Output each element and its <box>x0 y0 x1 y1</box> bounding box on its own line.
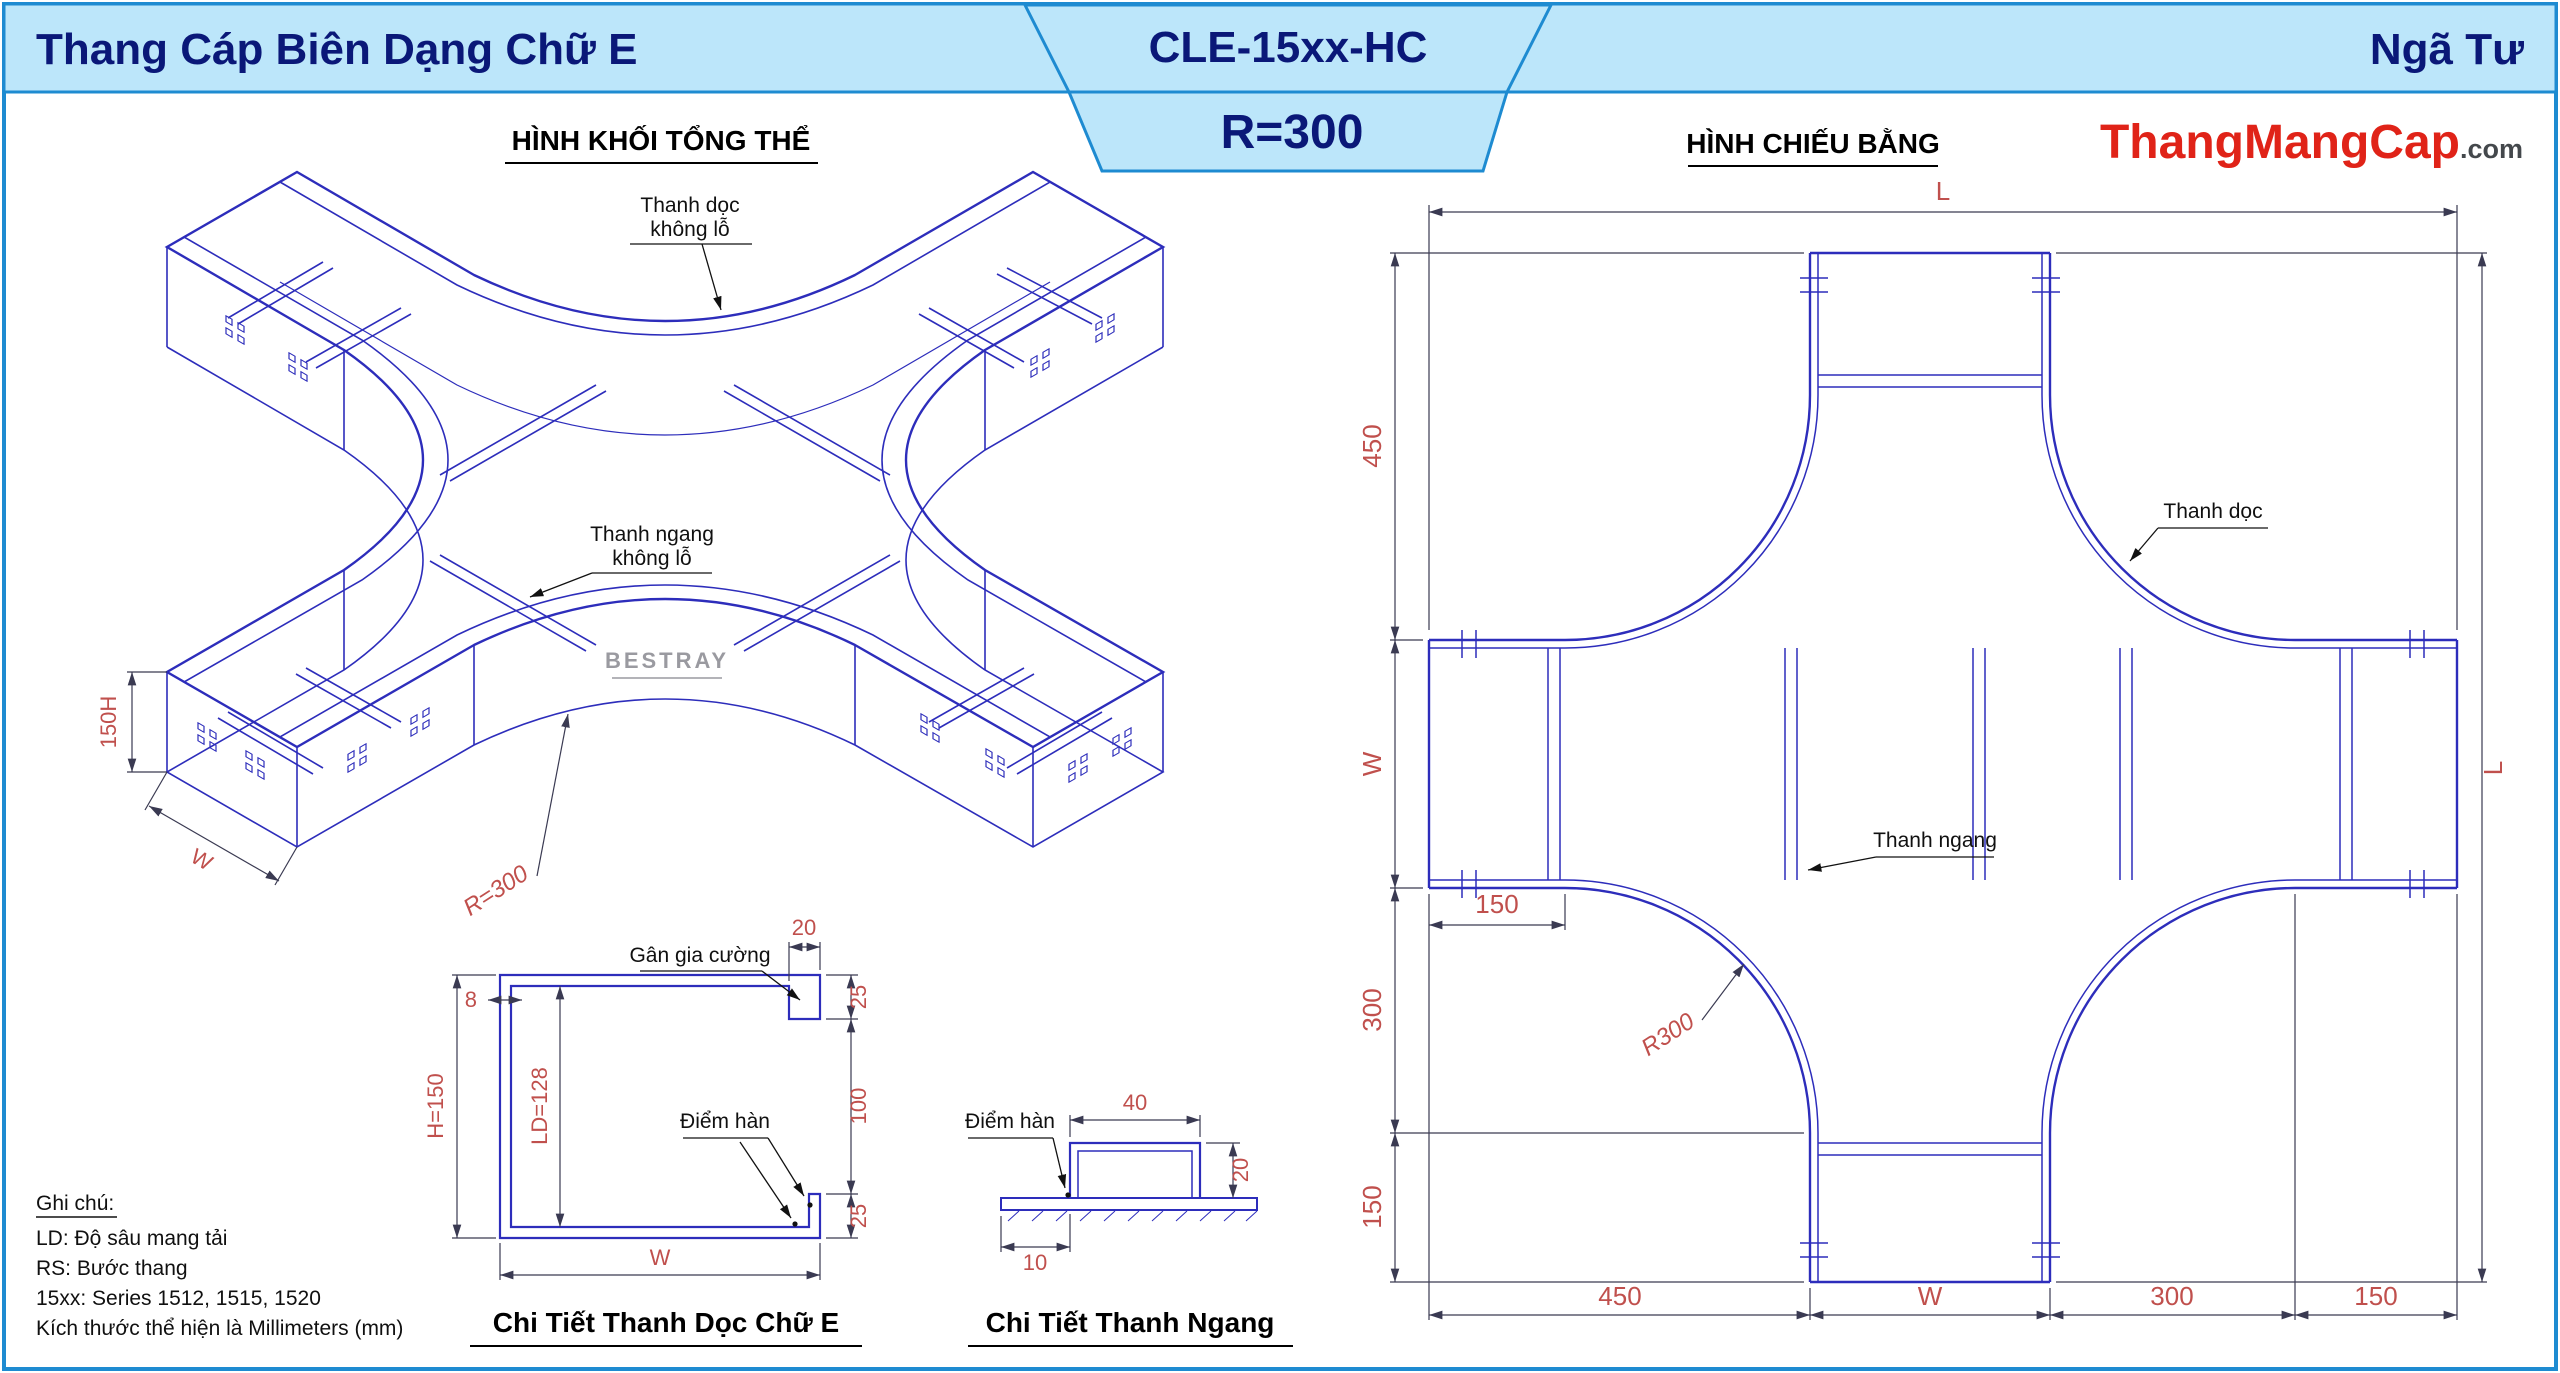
note-line-4: Kích thước thể hiện là Millimeters (mm) <box>36 1317 403 1340</box>
iso-inner-top-edge <box>182 181 1148 738</box>
plan-rung-callout: Thanh ngang <box>1807 829 1997 872</box>
rung-channel-outer <box>1068 1141 1202 1198</box>
rail-weld-callout: Điểm hàn <box>680 1110 805 1219</box>
rung-dimensions: 40 20 10 <box>1001 1090 1253 1275</box>
rail-weld-point-1 <box>807 1202 813 1208</box>
detail-rail-view: H=150 LD=128 8 W 20 25 100 25 Gân gia cư… <box>423 915 871 1347</box>
plan-rail-label: Thanh dọc <box>2163 500 2262 523</box>
bestray-watermark: BESTRAY <box>605 648 729 673</box>
rung-weld-label: Điểm hàn <box>965 1110 1055 1133</box>
iso-radius-leader <box>536 713 570 877</box>
rung-extension-lines <box>1000 1115 1240 1252</box>
plan-dim-rung-spacing-value: 150 <box>1475 889 1518 919</box>
iso-rung-label-line1: Thanh ngang <box>590 523 714 546</box>
rail-dim-width-value: W <box>650 1245 671 1270</box>
iso-base-edges <box>165 346 1165 848</box>
plan-rung-label: Thanh ngang <box>1873 829 1997 852</box>
plan-view-title: HÌNH CHIẾU BẰNG <box>1686 128 1940 159</box>
plan-rungs <box>1547 374 2353 1156</box>
iso-rail-callout: Thanh dọc không lỗ <box>630 194 752 311</box>
iso-rail-leader <box>701 243 722 311</box>
iso-view-title: HÌNH KHỐI TỔNG THỂ <box>512 124 811 156</box>
iso-rail-label-line2: không lỗ <box>650 218 729 241</box>
plan-rail-leader <box>2129 527 2159 562</box>
plan-dim-left-W-value: W <box>1357 751 1387 776</box>
rail-weld-label: Điểm hàn <box>680 1110 770 1133</box>
rail-dim-height-value: H=150 <box>423 1073 448 1138</box>
plan-dim-L-top-value: L <box>1936 176 1950 206</box>
rung-weld-point <box>1065 1192 1071 1198</box>
iso-width-dimline <box>148 805 280 882</box>
brand-name: ThangMangCap <box>2100 116 2460 169</box>
rail-rib-leader <box>761 970 801 1001</box>
plan-dimensions: L L 450 W 300 150 450 W 300 150 150 <box>1357 176 2508 1320</box>
rung-weld-callout: Điểm hàn <box>965 1110 1067 1189</box>
plan-dim-bottom-150-value: 150 <box>2354 1281 2397 1311</box>
rung-dim-lip-value: 10 <box>1023 1250 1047 1275</box>
plan-dim-L-right-value: L <box>2478 761 2508 775</box>
note-line-2: RS: Bước thang <box>36 1257 188 1280</box>
rail-dim-opening-value: 100 <box>846 1088 871 1125</box>
radius-trapezoid <box>1066 90 1510 173</box>
iso-vertical-edges <box>166 247 1164 847</box>
detail-rail-title: Chi Tiết Thanh Dọc Chữ E <box>493 1307 839 1338</box>
plan-radius-leader <box>1701 963 1745 1021</box>
rail-rib-callout: Gân gia cường <box>629 944 801 1001</box>
rail-rib-label: Gân gia cường <box>629 944 770 967</box>
rail-dim-lip-value: 20 <box>792 915 816 940</box>
plan-outer-rails <box>1427 251 2459 1284</box>
brand-tld: .com <box>2460 134 2523 164</box>
iso-height-value: 150H <box>96 696 121 749</box>
note-line-1: LD: Độ sâu mang tải <box>36 1227 227 1250</box>
iso-rung-callout: Thanh ngang không lỗ <box>529 523 714 598</box>
rung-weld-leader <box>1052 1137 1067 1189</box>
sheet-title-right: Ngã Tư <box>2370 25 2524 74</box>
model-code: CLE-15xx-HC <box>1149 23 1428 72</box>
rail-weld-leader-2 <box>739 1141 792 1219</box>
rung-dim-height-value: 20 <box>1228 1158 1253 1182</box>
radius-value: R=300 <box>1221 106 1364 159</box>
plan-dim-left-150-value: 150 <box>1357 1185 1387 1228</box>
detail-rung-view: 40 20 10 Điểm hàn Chi Tiết Thanh Ngang <box>965 1090 1293 1347</box>
notes-heading: Ghi chú: <box>36 1192 114 1215</box>
iso-inner-base-edge <box>279 281 1051 436</box>
rail-extension-lines <box>452 942 858 1280</box>
rail-dim-top-value: 25 <box>846 985 871 1009</box>
rail-dim-bottom-value: 25 <box>846 1204 871 1228</box>
rung-dim-width-value: 40 <box>1123 1090 1147 1115</box>
plan-dim-bottom-300-value: 300 <box>2150 1281 2193 1311</box>
iso-rung-label-line2: không lỗ <box>612 547 691 570</box>
rail-dim-depth-value: LD=128 <box>527 1067 552 1145</box>
detail-rung-title: Chi Tiết Thanh Ngang <box>986 1307 1275 1338</box>
plan-dim-bottom-W-value: W <box>1918 1281 1943 1311</box>
plan-rail-callout: Thanh dọc <box>2129 500 2268 562</box>
plan-dim-left-300-value: 300 <box>1357 988 1387 1031</box>
rail-weld-leader-1 <box>767 1137 805 1197</box>
iso-rungs <box>217 261 1113 775</box>
brand-logo: ThangMangCap.com <box>2100 116 2523 169</box>
rung-plate-outline <box>1000 1197 1258 1211</box>
rung-hatching <box>1007 1210 1258 1222</box>
iso-rail-label-line1: Thanh dọc <box>640 194 739 217</box>
plan-extension-lines <box>1390 205 2487 1320</box>
plan-dim-left-450-value: 450 <box>1357 424 1387 467</box>
sheet-title-left: Thang Cáp Biên Dạng Chữ E <box>36 25 637 74</box>
plan-view: HÌNH CHIẾU BẰNG L L 450 W 300 150 450 <box>1357 128 2508 1320</box>
plan-inner-rails <box>1429 253 2457 1282</box>
iso-rung-leader <box>529 572 593 598</box>
notes-block: Ghi chú: LD: Độ sâu mang tải RS: Bước th… <box>36 1192 403 1340</box>
rung-channel-inner <box>1077 1150 1193 1198</box>
rail-profile-outline <box>498 973 822 1240</box>
iso-height-dim: 150H <box>96 671 167 773</box>
note-line-3: 15xx: Series 1512, 1515, 1520 <box>36 1287 321 1310</box>
rail-weld-point-2 <box>792 1221 798 1227</box>
plan-dim-bottom-450-value: 450 <box>1598 1281 1641 1311</box>
rail-dim-thickness-value: 8 <box>465 987 477 1012</box>
plan-splice-ticks <box>1461 277 2425 1258</box>
plan-rung-leader <box>1807 856 1877 872</box>
rail-dimensions: H=150 LD=128 8 W 20 25 100 25 <box>423 915 871 1280</box>
